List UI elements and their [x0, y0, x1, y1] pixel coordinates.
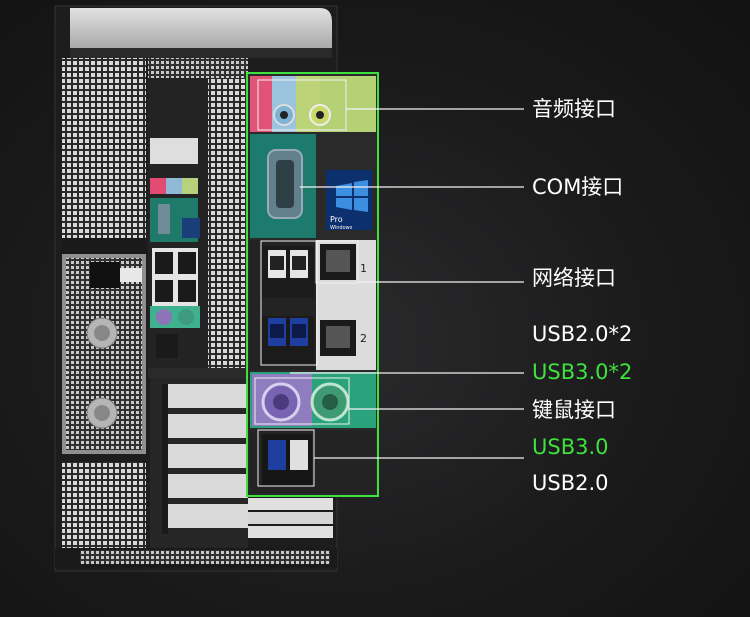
- label-usb3-x2: USB3.0*2: [532, 360, 633, 384]
- label-audio-port: 音频接口: [532, 97, 616, 121]
- label-com-port: COM接口: [532, 175, 624, 199]
- highlight-frame: [246, 72, 379, 497]
- left-vent-grille: [62, 58, 146, 238]
- svg-text:Windows: Windows: [330, 225, 353, 231]
- label-network-port: 网络接口: [532, 266, 616, 290]
- svg-text:2: 2: [360, 332, 367, 345]
- top-handle: [70, 8, 332, 48]
- power-socket: [90, 262, 120, 288]
- label-usb2-x2: USB2.0*2: [532, 322, 633, 346]
- label-usb3: USB3.0: [532, 435, 609, 459]
- label-keyboard-mouse-port: 键鼠接口: [532, 398, 616, 422]
- windows-pro-label: Pro: [330, 215, 343, 224]
- label-usb2: USB2.0: [532, 471, 609, 495]
- svg-text:1: 1: [360, 262, 367, 275]
